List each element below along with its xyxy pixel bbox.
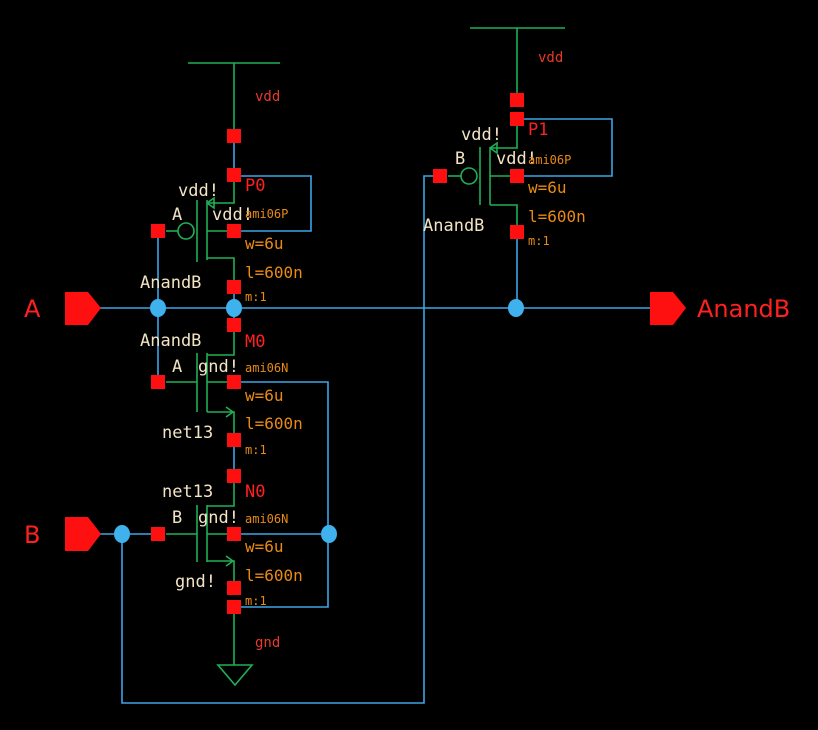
m0-bulk-net: gnd! [198, 357, 239, 377]
n0-multiplier: m:1 [245, 594, 267, 608]
vdd-label-left: vdd [255, 89, 280, 105]
n0-source-net: gnd! [175, 572, 216, 592]
p1-width: w=6u [528, 178, 567, 197]
m0-length: l=600n [245, 414, 303, 433]
output-pin-anandb[interactable] [650, 292, 686, 325]
m0-source-net: net13 [162, 423, 213, 443]
wire-p0-bulk[interactable] [234, 175, 312, 232]
n0-gate-label: B [172, 508, 182, 528]
m0-width: w=6u [245, 386, 284, 405]
p0-instance-name: P0 [245, 176, 265, 196]
vdd-symbol-right [470, 27, 565, 100]
p1-bulk-net: vdd! [496, 149, 537, 169]
input-pin-b-label: B [24, 521, 40, 549]
p0-bulk-net: vdd! [212, 205, 253, 225]
p1-model: ami06P [528, 153, 571, 167]
n0-instance-name: N0 [245, 482, 265, 502]
input-pin-a[interactable] [65, 292, 101, 325]
transistor-n0[interactable] [166, 476, 235, 588]
p0-gate-label: A [172, 205, 182, 225]
p0-model: ami06P [245, 207, 288, 221]
p1-source-net: vdd! [461, 125, 502, 145]
n0-width: w=6u [245, 537, 284, 556]
n0-length: l=600n [245, 566, 303, 585]
transistor-p0[interactable] [166, 176, 235, 287]
vdd-label-right: vdd [538, 50, 563, 66]
p0-source-net: vdd! [178, 181, 219, 201]
n0-model: ami06N [245, 512, 288, 526]
p1-gate-label: B [455, 149, 465, 169]
m0-model: ami06N [245, 361, 288, 375]
m0-multiplier: m:1 [245, 443, 267, 457]
n0-drain-net: net13 [162, 482, 213, 502]
p1-length: l=600n [528, 207, 586, 226]
wire-n-bulk[interactable] [234, 381, 329, 608]
p1-instance-name: P1 [528, 120, 548, 140]
m0-instance-name: M0 [245, 332, 265, 352]
input-pin-a-label: A [24, 295, 41, 323]
m0-drain-net: AnandB [140, 331, 201, 351]
input-pin-b[interactable] [65, 517, 101, 551]
vdd-symbol-left [188, 62, 280, 136]
p0-multiplier: m:1 [245, 290, 267, 304]
wire-p1-bulk[interactable] [517, 118, 613, 177]
p1-multiplier: m:1 [528, 234, 550, 248]
wire-b-loop[interactable] [121, 175, 440, 704]
pins [151, 93, 524, 614]
p0-length: l=600n [245, 263, 303, 282]
p0-drain-net: AnandB [140, 273, 201, 293]
output-pin-label: AnandB [697, 295, 790, 323]
gnd-symbol [216, 607, 254, 687]
p1-drain-net: AnandB [423, 216, 484, 236]
junctions [114, 299, 524, 543]
m0-gate-label: A [172, 357, 182, 377]
transistor-p1[interactable] [448, 119, 518, 232]
n0-bulk-net: gnd! [198, 508, 239, 528]
gnd-label: gnd [255, 635, 280, 651]
p0-width: w=6u [245, 234, 284, 253]
